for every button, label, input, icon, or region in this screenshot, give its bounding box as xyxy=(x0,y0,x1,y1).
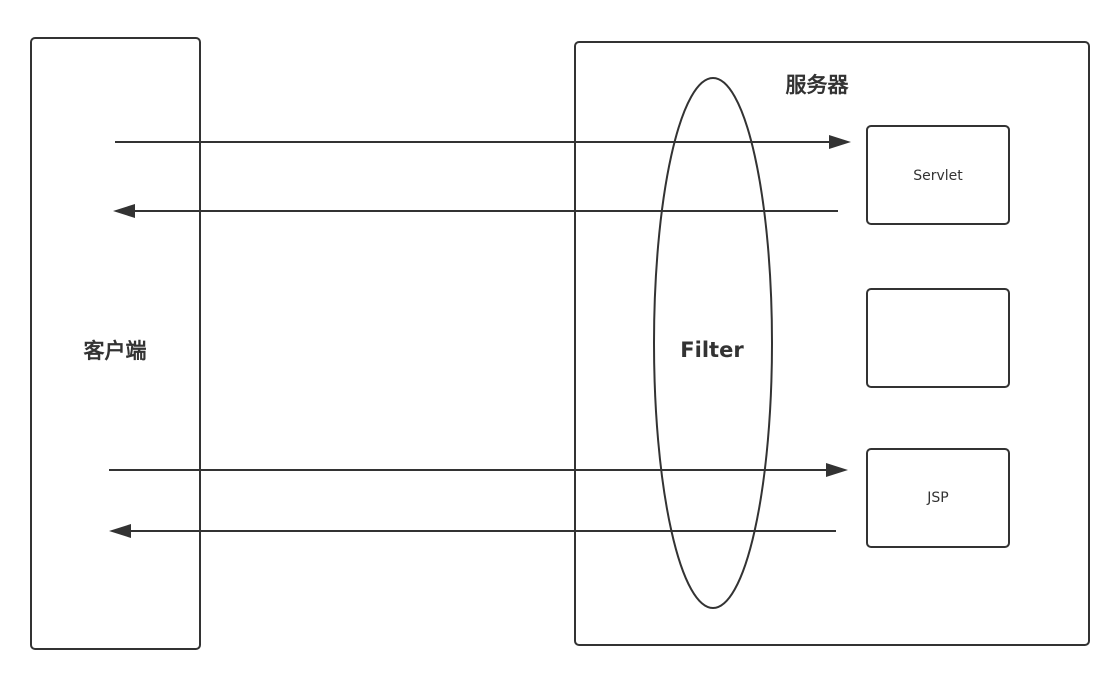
filter-node: Filter xyxy=(653,77,773,609)
request-arrow-jsp xyxy=(109,463,848,477)
arrow-head-left-icon xyxy=(109,524,131,538)
server-node: 服务器 xyxy=(574,41,1090,646)
arrow-head-left-icon xyxy=(113,204,135,218)
empty-component-box xyxy=(866,288,1010,388)
client-label: 客户端 xyxy=(84,339,147,363)
response-arrow-servlet xyxy=(113,204,838,218)
server-box xyxy=(574,41,1090,646)
filter-ellipse xyxy=(653,77,773,609)
server-label: 服务器 xyxy=(786,73,850,97)
empty-component-node xyxy=(866,288,1010,388)
servlet-label: Servlet xyxy=(913,168,963,184)
response-arrow-jsp xyxy=(109,524,836,538)
servlet-node: Servlet xyxy=(866,125,1010,225)
arrow-head-right-icon xyxy=(829,135,851,149)
request-arrow-servlet xyxy=(115,135,851,149)
filter-label: Filter xyxy=(680,338,744,362)
jsp-label: JSP xyxy=(926,490,948,506)
jsp-node: JSP xyxy=(866,448,1010,548)
client-node: 客户端 xyxy=(30,37,201,650)
jsp-box xyxy=(866,448,1010,548)
servlet-box xyxy=(866,125,1010,225)
arrow-head-right-icon xyxy=(826,463,848,477)
client-box xyxy=(30,37,201,650)
